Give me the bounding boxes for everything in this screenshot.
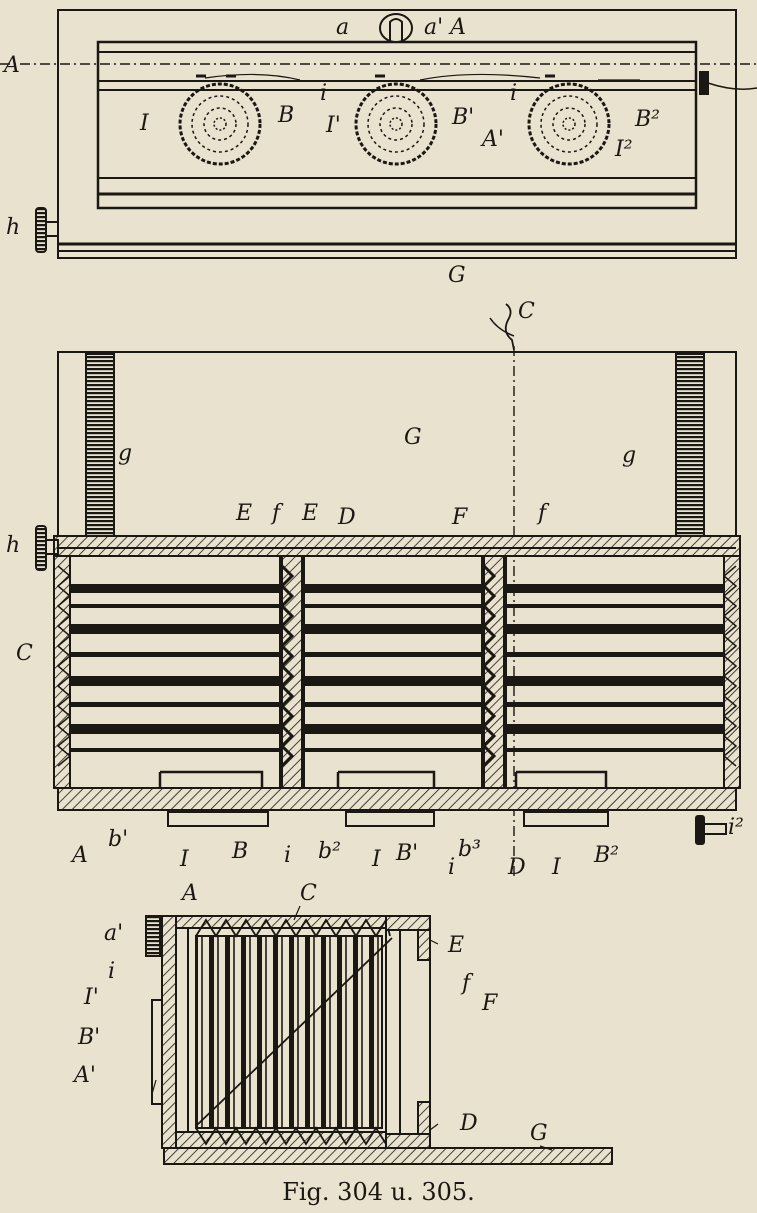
label-i-section: i (108, 959, 115, 984)
label-i-1: i (320, 81, 327, 106)
label-I: I (139, 111, 150, 136)
plan-outer-frame (57, 9, 737, 259)
plan-top-knob (379, 13, 413, 43)
front-view (35, 303, 741, 880)
label-h: h (6, 215, 20, 240)
label-G-section: G (530, 1121, 548, 1146)
label-f-1: f (270, 501, 284, 526)
label-D: D (337, 505, 356, 530)
section-zigzag-bottom (195, 1126, 387, 1146)
front-screw-h (35, 525, 59, 571)
section-diagonal (195, 937, 393, 1127)
section-view (145, 915, 613, 1165)
section-knob (145, 915, 161, 957)
label-G: G (448, 263, 466, 288)
label-b3: b³ (458, 837, 481, 862)
label-A-front: A (70, 843, 88, 868)
label-I-front-3: I (551, 855, 562, 880)
label-I-front-2: I (371, 847, 382, 872)
section-left-wall (161, 915, 177, 1149)
label-B: B (277, 103, 294, 128)
label-f-2: f (536, 501, 550, 526)
label-I-front: I (179, 847, 190, 872)
label-E-section: E (447, 933, 464, 958)
front-screw-right (695, 815, 727, 845)
label-i2-front: i² (728, 815, 744, 840)
label-A1: A' (480, 127, 504, 152)
plan-spool-3 (527, 82, 611, 166)
plan-inner-box (96, 40, 698, 210)
label-F-section: F (481, 991, 498, 1016)
front-rack-left (85, 353, 115, 537)
front-slide-1 (167, 811, 269, 827)
label-i-2: i (510, 81, 517, 106)
label-a: a (336, 15, 349, 40)
section-side-plate (151, 999, 163, 1105)
plan-spool-1 (178, 82, 262, 166)
label-C-top: C (518, 299, 535, 324)
label-b2: b² (318, 839, 341, 864)
plan-screw-h (35, 207, 59, 253)
label-I2: I² (614, 137, 633, 162)
label-B1-front: B' (395, 841, 418, 866)
label-g-left: g (118, 441, 132, 466)
label-G-front: G (404, 425, 422, 450)
front-film-bands (70, 584, 724, 752)
label-i-front-2: i (448, 855, 455, 880)
front-slide-3 (523, 811, 609, 827)
front-rack-right (675, 353, 705, 537)
label-E-1: E (235, 501, 252, 526)
label-g-right: g (622, 443, 636, 468)
leader-lines (151, 905, 553, 1151)
label-B-front: B (231, 839, 248, 864)
label-F: F (451, 505, 468, 530)
label-b1: b' (108, 827, 128, 852)
section-base-plate (163, 1147, 613, 1165)
section-view-labels: A C a' i E f I' F B' A' D G (72, 881, 548, 1146)
label-B1-section: B' (77, 1025, 100, 1050)
label-B2-front: B² (593, 843, 619, 868)
figure-caption: Fig. 304 u. 305. (282, 1178, 475, 1206)
label-D-bottom: D (507, 855, 526, 880)
label-C-section: C (300, 881, 317, 906)
plan-view (0, 9, 757, 259)
label-i-front-1: i (284, 843, 291, 868)
plan-view-labels: a a' A A I B i I' B' i A' B² I² h G (2, 15, 660, 288)
label-E-2: E (301, 501, 318, 526)
label-C-left: C (16, 641, 33, 666)
label-a1-section: a' (104, 921, 123, 946)
section-zigzag-top (195, 917, 391, 938)
plan-side-screw (699, 71, 709, 95)
label-I1: I' (325, 113, 341, 138)
label-a1-A: a' A (424, 15, 466, 40)
label-f-section: f (460, 971, 474, 996)
label-B1: B' (451, 105, 474, 130)
front-zigzag-left (56, 565, 738, 767)
label-I1-section: I' (83, 985, 99, 1010)
label-h-front: h (6, 533, 20, 558)
label-A-section: A (180, 881, 198, 906)
label-B2: B² (634, 107, 660, 132)
front-slide-2 (345, 811, 435, 827)
front-base-plate (57, 787, 737, 811)
label-D-section: D (459, 1111, 478, 1136)
label-axis-A: A (2, 53, 20, 78)
front-view-labels: C g G g h E f E D F f C A b' I B i b² I … (6, 299, 744, 880)
label-A1-section: A' (72, 1063, 96, 1088)
plan-spool-2 (354, 82, 438, 166)
